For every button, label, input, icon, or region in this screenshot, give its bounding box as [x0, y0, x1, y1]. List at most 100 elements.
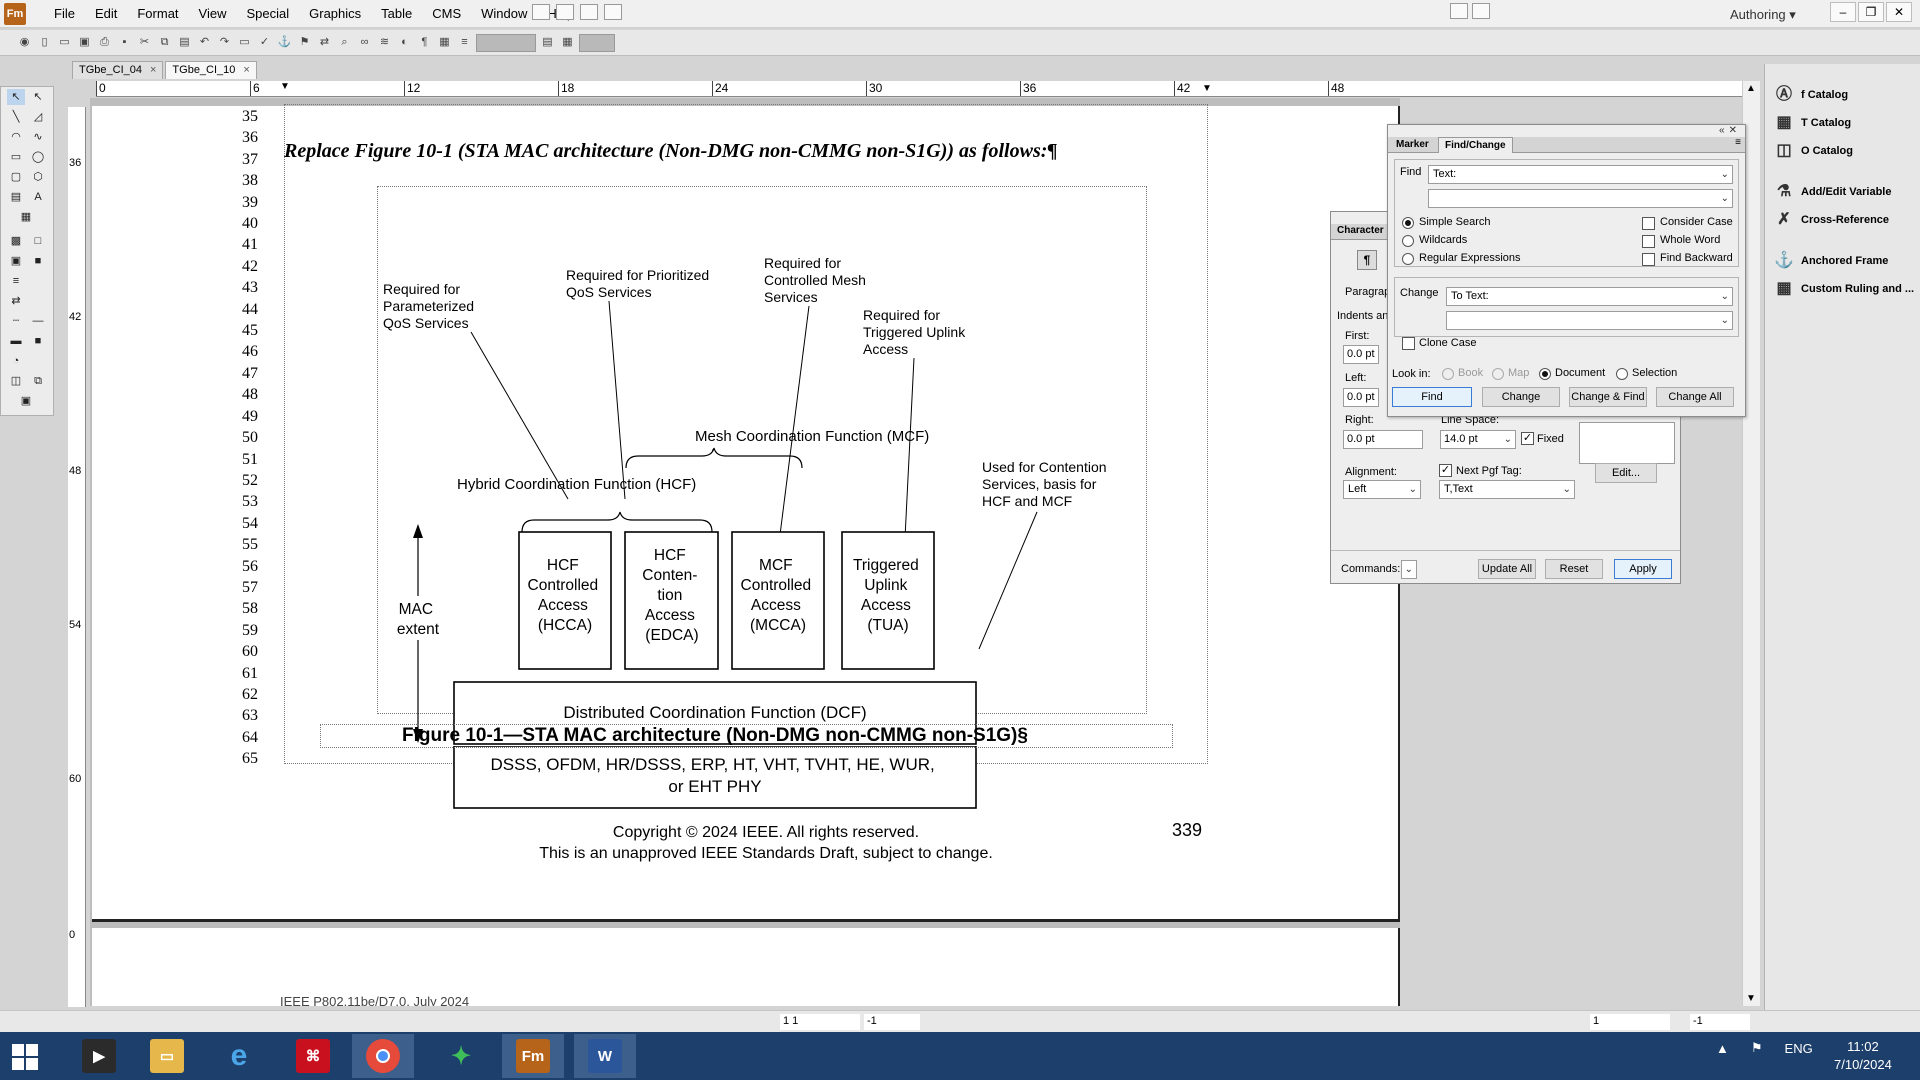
paragraph-tab[interactable]: Paragrap — [1345, 286, 1391, 298]
vertical-scrollbar[interactable]: ▲ ▼ — [1742, 81, 1760, 1006]
paragraph-icon[interactable]: ¶ — [421, 36, 428, 48]
arc-tool-icon[interactable]: ◠ — [11, 131, 21, 143]
panel-menu-icon[interactable]: ≡ — [1735, 137, 1741, 148]
color-icon[interactable]: ▬ — [10, 335, 22, 347]
scroll-down-icon[interactable]: ▼ — [1746, 993, 1756, 1004]
edca-box[interactable] — [624, 531, 719, 670]
tab-marker[interactable]: Marker — [1396, 139, 1429, 150]
paragraph-icon[interactable]: ¶ — [1357, 250, 1377, 270]
rounded-rect-icon[interactable]: ▢ — [10, 171, 22, 183]
select-object-icon[interactable]: ↖ — [7, 89, 25, 105]
clock[interactable]: 11:02 7/10/2024 — [1834, 1038, 1892, 1074]
apply-button[interactable]: Apply — [1614, 559, 1672, 579]
scroll-up-icon[interactable]: ▲ — [1746, 83, 1756, 94]
xref-icon[interactable]: ⇄ — [319, 36, 330, 48]
edit-button[interactable]: Edit... — [1595, 463, 1657, 483]
dash-icon[interactable]: ┄ — [12, 315, 20, 327]
select-text-icon[interactable]: ↖ — [33, 91, 43, 103]
color-black-icon[interactable]: ■ — [34, 335, 42, 347]
text-frame-icon[interactable]: ▤ — [10, 191, 22, 203]
palette-options-icon[interactable]: ▣ — [20, 395, 32, 407]
flag-icon[interactable]: ⚑ — [1750, 1040, 1763, 1055]
mac-architecture-diagram[interactable]: Required for Parameterized QoS Services … — [382, 186, 1182, 746]
cross-reference-item[interactable]: ✗Cross-Reference — [1773, 209, 1889, 231]
reset-button[interactable]: Reset — [1545, 559, 1603, 579]
clone-case-checkbox[interactable] — [1402, 337, 1415, 350]
tab-find-change[interactable]: Find/Change — [1438, 137, 1513, 153]
taskbar-app-files[interactable]: ▭ — [136, 1034, 198, 1078]
mcca-box[interactable] — [731, 531, 825, 670]
menu-format[interactable]: Format — [137, 6, 179, 21]
dcf-box[interactable] — [453, 681, 977, 745]
menu-window[interactable]: Window — [481, 6, 528, 21]
marker-icon[interactable]: ⚑ — [299, 36, 310, 48]
close-button[interactable]: ✕ — [1886, 2, 1912, 22]
figure-caption[interactable]: Figure 10-1—STA MAC architecture (Non-DM… — [402, 725, 1028, 746]
help-icon[interactable]: ◉ — [19, 36, 30, 48]
layout-double-icon[interactable] — [1472, 3, 1490, 19]
whole-word-checkbox[interactable] — [1642, 235, 1655, 248]
editing-instruction[interactable]: Replace Figure 10-1 (STA MAC architectur… — [284, 140, 1058, 162]
solid-line-icon[interactable]: — — [32, 315, 44, 327]
workspace-selector[interactable]: Authoring ▾ — [1730, 7, 1796, 22]
align-icon[interactable]: ≡ — [461, 36, 468, 48]
menu-special[interactable]: Special — [246, 6, 290, 21]
indent-marker-icon[interactable]: ▼ — [280, 81, 290, 92]
layout-dropdown-icon[interactable] — [556, 4, 574, 20]
text-line-icon[interactable]: A — [34, 191, 42, 203]
taskbar-app-chrome[interactable] — [352, 1034, 414, 1078]
find-backward-checkbox[interactable] — [1642, 253, 1655, 266]
rectangle-tool-icon[interactable]: ▭ — [10, 151, 22, 163]
format-dropdown-icon[interactable] — [580, 4, 598, 20]
wildcards-radio[interactable] — [1402, 235, 1414, 247]
scope-selection-radio[interactable] — [1616, 368, 1628, 380]
paste-icon[interactable]: ▤ — [179, 36, 190, 48]
grid-icon[interactable]: ▦ — [562, 36, 573, 48]
change-button[interactable]: Change — [1482, 387, 1560, 407]
frame-icon[interactable] — [532, 4, 550, 20]
add-edit-variable-item[interactable]: ⚗Add/Edit Variable — [1773, 181, 1892, 203]
tint-icon[interactable]: ◔ — [12, 355, 20, 367]
spell-icon[interactable]: ✓ — [259, 36, 270, 48]
redo-icon[interactable]: ↷ — [219, 36, 230, 48]
alignment-select[interactable]: Left⌄ — [1343, 480, 1421, 499]
cut-icon[interactable]: ✂ — [139, 36, 150, 48]
menu-graphics[interactable]: Graphics — [309, 6, 362, 21]
table-icon[interactable]: ▦ — [439, 36, 450, 48]
print-icon[interactable]: ⎙ — [100, 36, 109, 48]
language-indicator[interactable]: ENG — [1784, 1040, 1813, 1056]
find-button[interactable]: Find — [1392, 387, 1472, 407]
copy-icon[interactable]: ⧉ — [160, 36, 169, 48]
layout-single-icon[interactable] — [1450, 3, 1468, 19]
taskbar-app-explorer[interactable]: ▶ — [68, 1034, 130, 1078]
menu-view[interactable]: View — [198, 6, 227, 21]
dialog-controls[interactable]: «✕ — [1719, 125, 1741, 136]
tab-tgbe-ci-10[interactable]: TGbe_CI_10× — [165, 61, 257, 79]
new-icon[interactable]: ▯ — [41, 36, 48, 48]
transparency-icon[interactable]: ⧉ — [34, 375, 42, 387]
change-type-select[interactable]: To Text:⌄ — [1446, 287, 1733, 306]
tab-close-icon[interactable]: × — [149, 64, 157, 76]
fill-none-icon[interactable]: □ — [34, 235, 42, 247]
graphic-frame-icon[interactable]: ▦ — [20, 211, 32, 223]
consider-case-checkbox[interactable] — [1642, 217, 1655, 230]
freehand-tool-icon[interactable]: ∿ — [33, 131, 43, 143]
pen-black-icon[interactable]: ■ — [34, 255, 42, 267]
overprint-icon[interactable]: ◫ — [10, 375, 22, 387]
tua-box[interactable] — [841, 531, 935, 670]
menu-table[interactable]: Table — [381, 6, 413, 21]
taskbar-app-framemaker[interactable]: Fm — [502, 1034, 564, 1078]
lock-icon[interactable]: ▪ — [122, 36, 127, 48]
toggle-icon[interactable] — [604, 4, 622, 20]
tab-tgbe-ci-04[interactable]: TGbe_CI_04× — [72, 61, 164, 79]
tab-close-icon[interactable]: × — [243, 64, 250, 76]
regex-radio[interactable] — [1402, 253, 1414, 265]
find-input[interactable]: ⌄ — [1428, 189, 1733, 208]
fill-pattern-icon[interactable]: ▩ — [10, 235, 22, 247]
toolbar-field-2[interactable] — [579, 34, 615, 52]
phy-box[interactable] — [453, 746, 977, 809]
hcca-box[interactable] — [518, 531, 612, 670]
o-catalog-item[interactable]: ◫O Catalog — [1773, 140, 1853, 162]
